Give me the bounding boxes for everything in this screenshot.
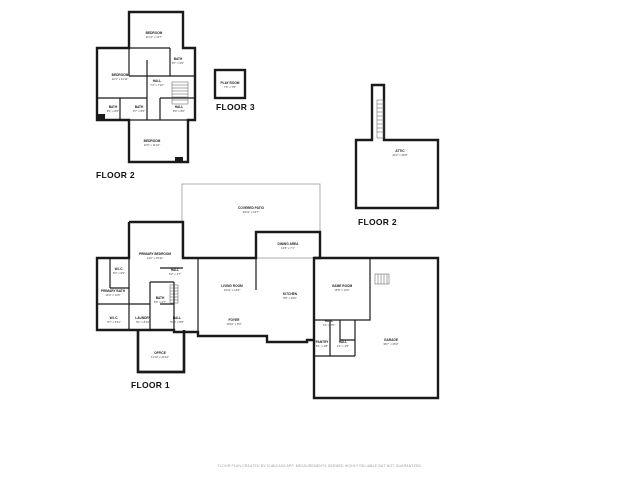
room-name-hall-f1-right: HALL (325, 319, 334, 323)
floor-label-floor-2-house: FLOOR 2 (96, 170, 135, 180)
room-name-garage: GARAGE (384, 338, 398, 342)
attic-stairs (376, 99, 385, 139)
room-size-garage: 36'7" x 25'0" (383, 342, 398, 346)
room-size-game-room: 16'8" x 13'2" (334, 288, 349, 292)
room-size-hall-f1-top: 6'2" x 4'7" (169, 272, 181, 276)
room-name-laundry: LAUNDRY (135, 316, 151, 320)
room-name-hall-f2-lower: HALL (175, 105, 184, 109)
floor-labels: FLOOR 2 FLOOR 3 FLOOR 2 FLOOR 1 (96, 102, 397, 390)
room-name-dining-area: DINING AREA (278, 242, 300, 246)
attic-outline (354, 83, 440, 210)
garage-interior-walls (314, 258, 371, 357)
room-size-bedroom-top: 11'10" x 11'7" (146, 35, 162, 39)
room-size-bath-f2-left: 8'1" x 8'0" (107, 109, 119, 113)
room-size-play-room: 7'6" x 7'8" (224, 85, 236, 89)
room-name-covered-patio: COVERED PATIO (238, 206, 264, 210)
room-name-attic: ATTIC (395, 149, 405, 153)
floor-label-floor-1: FLOOR 1 (131, 380, 170, 390)
room-size-covered-patio: 36'11" x 21'7" (243, 210, 260, 214)
room-size-attic: 24'2" x 30'8" (392, 153, 407, 157)
floor-1-plan (95, 183, 440, 400)
room-name-hall-f1-small: HALL (339, 340, 348, 344)
room-size-kitchen: 9'8" x 19'0" (283, 296, 297, 300)
room-name-office: OFFICE (154, 351, 166, 355)
room-name-game-room: GAME ROOM (332, 284, 353, 288)
room-size-pantry: 5'1" x 4'8" (316, 344, 328, 348)
floor-2-plan (95, 10, 197, 164)
room-name-primary-bedroom: PRIMARY BEDROOM (139, 252, 171, 256)
floor-2-fixture-left (97, 114, 105, 120)
floor-2-fixture-right (175, 157, 183, 162)
room-size-bedroom-left: 12'1" x 11'11" (112, 77, 128, 81)
floor-2-attic-plan (354, 83, 440, 210)
room-name-bath-f1: BATH (156, 296, 165, 300)
room-labels: BEDROOM 11'10" x 11'7" BEDROOM 12'1" x 1… (101, 31, 408, 359)
office-outline (136, 330, 186, 374)
floor-label-floor-2-garage: FLOOR 2 (358, 217, 397, 227)
room-name-bath-f2-right: BATH (174, 57, 183, 61)
room-size-primary-bath: 14'0" x 14'5" (105, 293, 120, 297)
room-name-bath-f2-left: BATH (109, 105, 118, 109)
floor-3-outline (213, 68, 247, 100)
floor-1-garage-stair-treads (377, 274, 388, 284)
room-size-laundry: 5'1" x 8'10" (136, 320, 150, 324)
room-name-play-room: PLAY ROOM (221, 81, 240, 85)
floor-1-main-stair-treads (170, 287, 178, 301)
room-size-dining-area: 13'6" x 7'1" (281, 246, 295, 250)
floor-2-stair-treads (172, 84, 188, 101)
floor-label-floor-3: FLOOR 3 (216, 102, 255, 112)
room-name-bath-f2-mid: BATH (135, 105, 144, 109)
room-name-hall-f1-mid: HALL (173, 316, 182, 320)
room-size-wic: 8'3" x 6'9" (113, 271, 125, 275)
room-size-foyer: 10'10" x 8'0" (226, 322, 241, 326)
room-size-hall-f2: 7'4" x 7'10" (150, 83, 164, 87)
room-name-foyer: FOYER (229, 318, 241, 322)
room-name-kitchen: KITCHEN (283, 292, 298, 296)
room-size-wic-small: 8'7" x 5'11" (107, 320, 121, 324)
room-size-primary-bedroom: 14'2" x 15'11" (147, 256, 164, 260)
room-name-hall-f1-top: HALL (171, 268, 180, 272)
room-name-primary-bath: PRIMARY BATH (101, 289, 126, 293)
covered-patio-outline (181, 183, 321, 259)
floor-1-garage-stairs (374, 273, 390, 285)
footer-disclaimer: FLOOR PLAN CREATED BY CUBICASA APP. MEAS… (218, 464, 423, 468)
room-name-bedroom-top: BEDROOM (146, 31, 163, 35)
garage-outline (312, 256, 440, 400)
room-size-bath-f2-mid: 5'7" x 8'5" (133, 109, 145, 113)
room-size-hall-f1-small: 4'1" x 4'5" (337, 344, 349, 348)
room-size-living-room: 16'11" x 16'9" (224, 288, 241, 292)
floor-2-outline (95, 10, 197, 164)
room-size-bath-f2-right: 8'7" x 5'0" (172, 61, 184, 65)
attic-stair-treads (377, 103, 384, 133)
room-name-wic-small: W.I.C. (110, 316, 119, 320)
floor-2-interior-walls (97, 47, 195, 121)
floor-1-interior-walls (97, 257, 257, 332)
room-size-bedroom-bottom: 11'8" x 11'10" (144, 143, 160, 147)
room-name-hall-f2: HALL (153, 79, 162, 83)
room-name-living-room: LIVING ROOM (221, 284, 243, 288)
room-size-office: 11'10" x 11'10" (151, 355, 169, 359)
room-name-bedroom-bottom: BEDROOM (144, 139, 161, 143)
room-size-hall-f1-mid: 5'10" x 8'8" (170, 320, 184, 324)
floor-1-main-outline (95, 220, 322, 374)
room-size-hall-f2-lower: 8'0" x 8'5" (173, 109, 185, 113)
room-name-pantry: PANTRY (316, 340, 330, 344)
room-size-bath-f1: 8'6" x 6'7" (154, 300, 166, 304)
floor-3-plan (213, 68, 247, 100)
room-name-wic: W.I.C. (115, 267, 124, 271)
room-size-hall-f1-right: 4'1" x 7'0" (323, 323, 335, 327)
room-name-bedroom-left: BEDROOM (112, 73, 129, 77)
floor-2-stairs (171, 81, 189, 105)
